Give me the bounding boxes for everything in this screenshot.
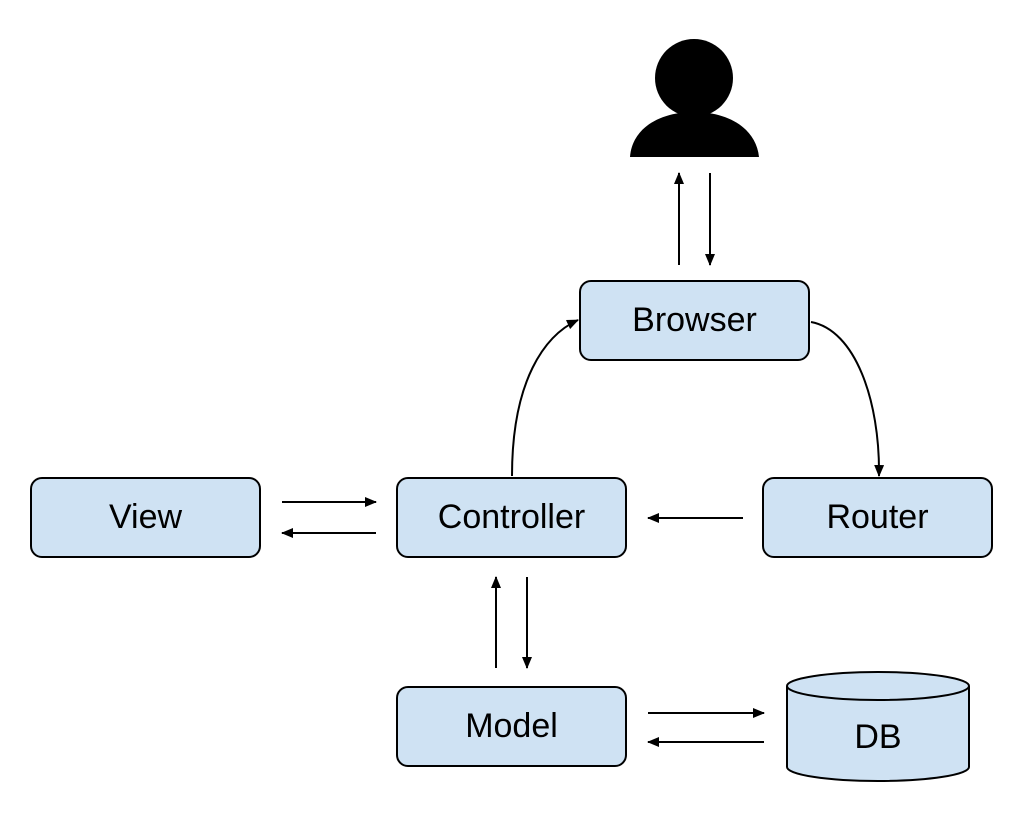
arrow-browser-to-router [810, 321, 885, 477]
model-label: Model [465, 707, 558, 745]
view-label: View [108, 498, 183, 536]
arrow-controller-to-browser [511, 319, 579, 477]
db-node: DB [787, 697, 969, 777]
db-label: DB [854, 717, 902, 756]
router-node: Router [762, 477, 993, 558]
user-icon [630, 39, 759, 157]
view-node: View [30, 477, 261, 558]
controller-label: Controller [437, 498, 586, 536]
router-label: Router [826, 498, 929, 536]
model-node: Model [396, 686, 627, 767]
controller-node: Controller [396, 477, 627, 558]
browser-node: Browser [579, 280, 810, 361]
browser-label: Browser [632, 301, 757, 339]
database-icon [786, 671, 970, 782]
